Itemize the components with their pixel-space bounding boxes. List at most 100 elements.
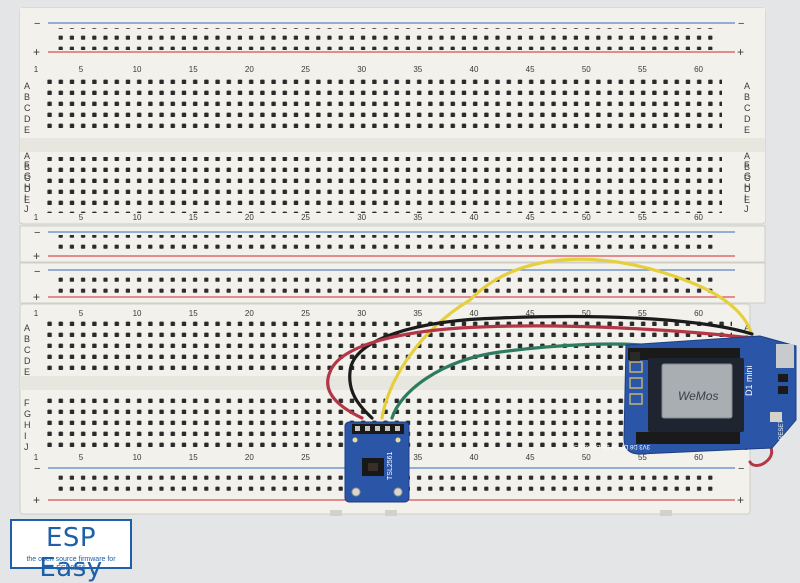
antenna-trace [629,361,643,405]
wemos-brand-label: WeMos [678,389,718,403]
row-letter-label: H [744,182,751,192]
column-number-label: 5 [79,453,84,462]
row-letter-label: D [24,356,31,366]
column-number-label: 25 [301,453,310,462]
row-letter-label: B [24,162,30,172]
column-number-label: 55 [638,309,647,318]
column-number-label: 20 [245,309,254,318]
column-number-label: 20 [245,213,254,222]
row-letter-label: D [744,184,751,194]
row-letter-label: E [744,125,750,135]
column-number-label: 60 [694,65,703,74]
column-number-label: 55 [638,213,647,222]
logo-title: ESP Easy [39,523,103,583]
rail-minus-label: − [738,463,744,475]
row-letter-label: H [24,420,31,430]
column-number-label: 45 [526,65,535,74]
column-number-label: 25 [301,65,310,74]
row-letter-label: D [24,114,31,124]
column-number-label: 25 [301,213,310,222]
column-number-label: 10 [133,453,142,462]
column-number-label: 60 [694,309,703,318]
column-number-label: 60 [694,453,703,462]
row-letter-label: G [24,409,31,419]
jumper-wires [326,257,774,467]
logo-subtitle: the open source firmware for ESP8266 [26,556,116,572]
column-number-label: 45 [526,309,535,318]
column-number-label: 10 [133,213,142,222]
sensor-label: TSL2561 [387,451,394,480]
row-letter-label: C [744,103,751,113]
row-letter-label: G [24,171,31,181]
column-number-label: 1 [34,65,39,74]
column-number-label: 25 [301,309,310,318]
rail-plus-label: + [33,249,40,263]
row-letter-label: I [744,193,747,203]
rf-shield [661,363,733,419]
column-number-label: 50 [582,309,591,318]
usb-connector [776,344,794,368]
column-number-label: 55 [638,65,647,74]
column-number-label: 1 [34,453,39,462]
column-number-label: 35 [413,213,422,222]
column-number-label: 50 [582,65,591,74]
reset-button [770,412,782,422]
column-number-label: 55 [638,453,647,462]
wemos-header-top [628,348,740,360]
column-number-label: 45 [526,453,535,462]
column-number-label: 40 [470,309,479,318]
column-number-label: 30 [357,65,366,74]
row-letter-label: F [24,160,30,170]
wemos-reset-label: RESET [779,420,785,440]
row-letter-label: A [24,323,30,333]
column-number-label: 10 [133,65,142,74]
row-letter-label: J [24,204,29,214]
row-letter-label: I [24,431,27,441]
column-number-label: 45 [526,213,535,222]
red-wire [326,324,754,420]
rail-plus-label: + [737,45,744,59]
column-number-label: 40 [470,213,479,222]
row-letter-label: A [24,81,30,91]
row-letter-label: J [744,204,749,214]
row-letter-label: I [24,193,27,203]
row-letter-label: E [744,195,750,205]
row-letter-label: H [24,182,31,192]
wemos-d1-mini-board: WeMos D1 mini 3V3 D8 D7 D6 D5 D0 A0 RST … [570,335,797,455]
black-wire [348,314,754,420]
row-letter-label: B [744,162,750,172]
row-letter-label: D [24,184,31,194]
row-letter-label: C [744,173,751,183]
column-number-label: 20 [245,453,254,462]
column-number-label: 5 [79,65,84,74]
row-letter-label: G [744,171,751,181]
row-letter-label: C [24,173,31,183]
column-number-label: 40 [470,453,479,462]
wemos-pin-labels: 3V3 D8 D7 D6 D5 D0 A0 RST [570,443,650,449]
tsl2561-sensor-module: TSL2561 [344,421,410,503]
center-channel [20,138,765,152]
yellow-wire [380,257,754,420]
column-number-label: 15 [189,65,198,74]
rail-plus-label: + [33,493,40,507]
column-number-label: 60 [694,213,703,222]
terminal-strip-fghij [42,157,722,213]
rail-minus-label: − [34,227,40,239]
rail-plus-label: + [33,45,40,59]
row-letter-label: A [744,81,750,91]
row-letter-label: F [24,398,30,408]
column-number-label: 15 [189,213,198,222]
green-wire [390,342,652,420]
esp-easy-logo: ESP Easy the open source firmware for ES… [10,519,132,583]
column-number-label: 20 [245,65,254,74]
row-letter-label: A [24,151,30,161]
row-letter-label: J [24,442,29,452]
row-letter-label: D [744,114,751,124]
column-number-label: 30 [357,213,366,222]
column-number-label: 15 [189,453,198,462]
row-letter-label: A [744,151,750,161]
row-letter-label: F [744,160,750,170]
column-number-label: 40 [470,65,479,74]
row-letter-label: C [24,345,31,355]
